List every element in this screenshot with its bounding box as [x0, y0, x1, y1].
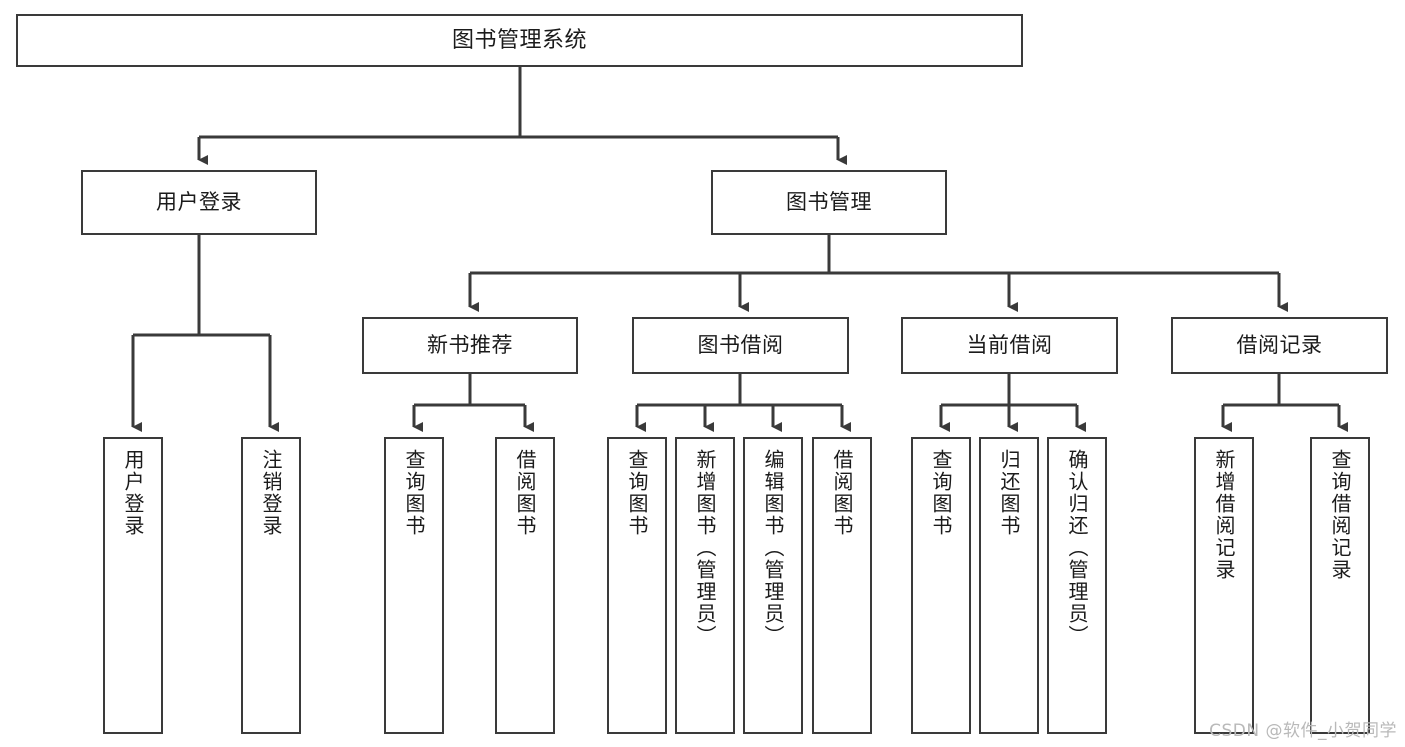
node-current-borrow[interactable]: 当前借阅	[901, 317, 1118, 374]
node-label: 图书管理	[786, 190, 872, 215]
leaf-current-confirm-return[interactable]: 确认归还（管理员）	[1047, 437, 1107, 734]
csdn-watermark: CSDN @软件_小贺同学	[1209, 721, 1397, 741]
leaf-borrow-borrow-book[interactable]: 借阅图书	[812, 437, 872, 734]
leaf-current-query-book[interactable]: 查询图书	[911, 437, 971, 734]
node-label: 用户登录	[121, 449, 145, 537]
node-borrow-record[interactable]: 借阅记录	[1171, 317, 1388, 374]
leaf-record-add[interactable]: 新增借阅记录	[1194, 437, 1254, 734]
leaf-user-login[interactable]: 用户登录	[103, 437, 163, 734]
node-label: 新增图书（管理员）	[693, 449, 717, 647]
node-label: 新书推荐	[427, 333, 513, 358]
leaf-borrow-edit-book[interactable]: 编辑图书（管理员）	[743, 437, 803, 734]
node-label: 归还图书	[997, 449, 1021, 537]
node-label: 查询图书	[402, 449, 426, 537]
node-label: 查询图书	[929, 449, 953, 537]
leaf-record-query[interactable]: 查询借阅记录	[1310, 437, 1370, 734]
leaf-borrow-add-book[interactable]: 新增图书（管理员）	[675, 437, 735, 734]
leaf-new-book-borrow[interactable]: 借阅图书	[495, 437, 555, 734]
leaf-logout[interactable]: 注销登录	[241, 437, 301, 734]
node-label: 编辑图书（管理员）	[761, 449, 785, 647]
node-label: 借阅图书	[830, 449, 854, 537]
node-label: 查询图书	[625, 449, 649, 537]
node-label: 用户登录	[156, 190, 242, 215]
node-user-login[interactable]: 用户登录	[81, 170, 317, 235]
node-book-borrow[interactable]: 图书借阅	[632, 317, 849, 374]
node-label: 图书借阅	[697, 333, 784, 358]
node-root-system[interactable]: 图书管理系统	[16, 14, 1023, 67]
node-label: 图书管理系统	[451, 27, 587, 53]
node-label: 借阅图书	[513, 449, 537, 537]
node-new-book-recommend[interactable]: 新书推荐	[362, 317, 578, 374]
node-label: 查询借阅记录	[1328, 449, 1352, 581]
node-label: 注销登录	[259, 449, 283, 537]
node-label: 当前借阅	[966, 333, 1053, 358]
leaf-borrow-query-book[interactable]: 查询图书	[607, 437, 667, 734]
node-label: 确认归还（管理员）	[1065, 449, 1089, 647]
node-book-manage[interactable]: 图书管理	[711, 170, 947, 235]
leaf-current-return-book[interactable]: 归还图书	[979, 437, 1039, 734]
leaf-new-book-query[interactable]: 查询图书	[384, 437, 444, 734]
node-label: 新增借阅记录	[1212, 449, 1236, 581]
node-label: 借阅记录	[1236, 333, 1323, 358]
